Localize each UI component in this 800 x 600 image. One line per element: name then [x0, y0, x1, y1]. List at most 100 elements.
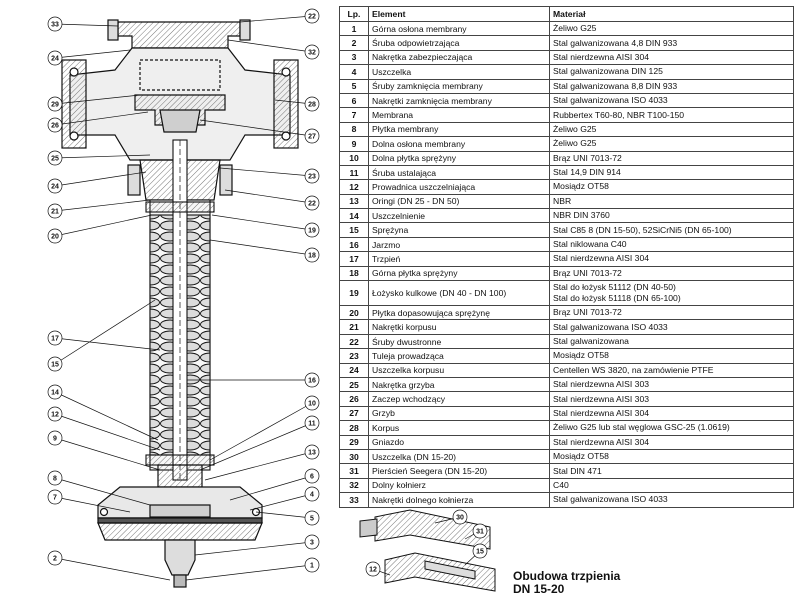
material-line: Stal galwanizowana ISO 4033 — [553, 494, 668, 505]
cell-lp: 32 — [339, 477, 369, 494]
membrane — [97, 517, 263, 524]
cell-lp: 4 — [339, 64, 369, 80]
material-line: Stal galwanizowana ISO 4033 — [553, 95, 668, 106]
callout-number: 33 — [51, 22, 59, 29]
cell-lp: 22 — [339, 333, 369, 350]
callout-circle — [47, 406, 63, 422]
cell-material: Żeliwo G25 lub stal węglowa GSC-25 (1.06… — [549, 420, 794, 436]
callout-leader — [54, 154, 151, 159]
callout-circle — [304, 8, 320, 24]
material-line: Mosiądz OT58 — [553, 181, 609, 192]
cell-material: NBR — [549, 193, 794, 210]
callout-number: 19 — [308, 228, 316, 235]
material-line: Centellen WS 3820, na zamówienie PTFE — [553, 364, 714, 375]
callout-circle — [47, 96, 63, 112]
top-flange — [117, 21, 241, 49]
material-line: Stal nierdzewna AISI 303 — [553, 393, 650, 404]
callout-number: 12 — [369, 567, 377, 574]
cell-lp: 30 — [339, 448, 369, 465]
cell-material: Brąz UNI 7013-72 — [549, 305, 794, 321]
detail-caption-dn: DN 15-20 — [513, 582, 565, 596]
cell-material: Mosiądz OT58 — [549, 348, 794, 364]
cell-lp: 7 — [339, 107, 369, 123]
cell-material: Stal galwanizowana ISO 4033 — [549, 92, 794, 109]
callout-leader — [199, 422, 313, 471]
cell-material: Centellen WS 3820, na zamówienie PTFE — [549, 362, 794, 378]
callout-number: 17 — [51, 336, 59, 343]
cell-element: Górna płytka sprężyny — [368, 265, 550, 282]
cell-element: Nakrętka zabezpieczająca — [368, 49, 550, 66]
callout-number: 22 — [308, 201, 316, 208]
material-line: Stal DIN 471 — [553, 465, 602, 476]
cell-material: Stal galwanizowana 4,8 DIN 933 — [549, 35, 794, 51]
material-line: Brąz UNI 7013-72 — [553, 267, 622, 278]
callout-circle — [47, 16, 63, 32]
plug — [159, 109, 201, 133]
cell-lp: 10 — [339, 150, 369, 166]
material-line: Żeliwo G25 — [553, 138, 597, 149]
callout-leader — [54, 111, 149, 126]
cell-element: Sprężyna — [368, 222, 550, 238]
cell-lp: 20 — [339, 305, 369, 321]
cell-element: Dolna osłona membrany — [368, 136, 550, 152]
cell-element: Płytka membrany — [368, 121, 550, 138]
cell-material: Stal DIN 471 — [549, 463, 794, 479]
callout-circle — [47, 550, 63, 566]
material-line: C40 — [553, 479, 569, 490]
callout-markers: 3324292625242120171514129872223228272322… — [47, 8, 320, 581]
callout-circle — [304, 247, 320, 263]
callout-number: 20 — [51, 234, 59, 241]
cell-lp: 15 — [339, 222, 369, 238]
callout-leader — [211, 214, 313, 231]
callout-leader — [209, 402, 313, 461]
valve-cross-section-drawing: 3324292625242120171514129872223228272322… — [47, 8, 320, 588]
material-line: NBR — [553, 195, 572, 206]
callout-circle — [304, 195, 320, 211]
header-material: Materiał — [549, 6, 794, 22]
cell-material: C40 — [549, 477, 794, 494]
callout-number: 27 — [308, 134, 316, 141]
cell-material: Stal 14,9 DIN 914 — [549, 164, 794, 181]
cell-element: Górna osłona membrany — [368, 20, 550, 37]
cell-element: Uszczelka (DN 15-20) — [368, 448, 550, 465]
callout-circle — [304, 395, 320, 411]
cell-lp: 26 — [339, 391, 369, 407]
cell-material: Stal nierdzewna AISI 304 — [549, 251, 794, 267]
callout-number: 8 — [53, 476, 57, 483]
callout-leader — [239, 15, 313, 23]
callout-leader — [54, 299, 156, 365]
material-line: Stal nierdzewna AISI 304 — [553, 51, 650, 62]
callout-leader — [54, 214, 153, 237]
cell-material: Rubbertex T60-80, NBR T100-150 — [549, 107, 794, 123]
cell-material: Mosiądz OT58 — [549, 448, 794, 465]
callout-leader — [54, 94, 141, 105]
cell-element: Prowadnica uszczelniająca — [368, 179, 550, 195]
cell-element: Uszczelka — [368, 64, 550, 80]
callout-circle — [47, 228, 63, 244]
material-line: Stal nierdzewna AISI 304 — [553, 436, 650, 447]
material-line: Mosiądz OT58 — [553, 451, 609, 462]
callout-number: 11 — [308, 421, 316, 428]
cell-element: Dolna płytka sprężyny — [368, 150, 550, 166]
detail-caption-title: Obudowa trzpienia — [513, 569, 621, 583]
callout-circle — [304, 557, 320, 573]
cell-lp: 33 — [339, 492, 369, 508]
cell-material: Brąz UNI 7013-72 — [549, 150, 794, 166]
callout-number: 28 — [308, 102, 316, 109]
cell-element: Membrana — [368, 107, 550, 123]
header-element: Element — [368, 6, 550, 22]
material-line: Żeliwo G25 — [553, 23, 597, 34]
callout-number: 30 — [456, 515, 464, 522]
callout-number: 10 — [308, 401, 316, 408]
callout-leader — [209, 239, 313, 256]
material-line: Stal C85 8 (DN 15-50), 52SiCrNi5 (DN 65-… — [553, 224, 732, 235]
callout-circle — [304, 44, 320, 60]
cell-material: Stal galwanizowana — [549, 333, 794, 350]
material-line: Żeliwo G25 — [553, 123, 597, 134]
callout-leader — [185, 564, 313, 581]
callout-number: 2 — [53, 556, 57, 563]
